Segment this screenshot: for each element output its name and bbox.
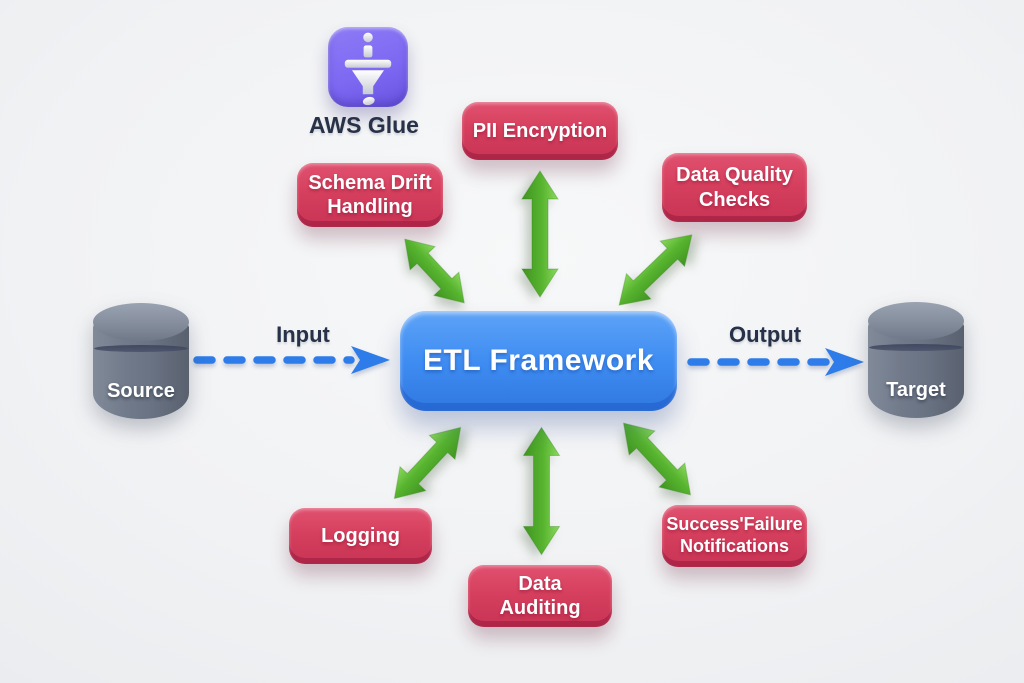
- feature-label: PII Encryption: [472, 119, 608, 142]
- output-label: Output: [728, 322, 802, 347]
- feature-label: Schema Drift Handling: [308, 171, 432, 218]
- source-database-cylinder: Source: [93, 303, 189, 419]
- feature-label: Data Auditing: [499, 572, 581, 619]
- feature-data-auditing: Data Auditing: [468, 565, 612, 627]
- feature-schema-drift-handling: Schema Drift Handling: [297, 163, 443, 227]
- cylinder-cap: [93, 303, 189, 341]
- cylinder-groove: [94, 345, 188, 352]
- input-dashed-arrow-icon: [191, 344, 392, 381]
- feature-success-failure-notifications: Success'Failure Notifications: [662, 505, 807, 567]
- target-label: Target: [886, 379, 946, 401]
- aws-glue-tile: [328, 27, 408, 107]
- feature-logging: Logging: [289, 508, 432, 564]
- feature-pii-encryption: PII Encryption: [462, 102, 618, 160]
- cylinder-groove: [869, 344, 963, 351]
- feature-label: Success'Failure Notifications: [666, 514, 803, 556]
- cylinder-cap: [868, 302, 964, 340]
- output-dashed-arrow-icon: [686, 346, 866, 383]
- etl-framework-label: ETL Framework: [422, 344, 655, 377]
- arrow-etl-pii-icon: [518, 168, 562, 300]
- source-label: Source: [107, 380, 175, 402]
- feature-label: Logging: [321, 524, 400, 547]
- target-database-cylinder: Target: [868, 302, 964, 418]
- input-label: Input: [276, 322, 330, 347]
- arrow-etl-schema-drift-icon: [387, 222, 483, 320]
- arrow-etl-notifications-icon: [605, 406, 708, 512]
- arrow-etl-data-quality-icon: [602, 217, 710, 323]
- etl-framework-box: ETL Framework: [400, 311, 677, 411]
- feature-label: Data Quality Checks: [676, 164, 793, 211]
- feature-data-quality-checks: Data Quality Checks: [662, 153, 807, 222]
- funnel-filter-icon: [344, 32, 392, 106]
- arrow-etl-logging-icon: [376, 410, 478, 515]
- arrow-etl-data-auditing-icon: [520, 425, 564, 558]
- aws-glue-label: AWS Glue: [309, 112, 419, 138]
